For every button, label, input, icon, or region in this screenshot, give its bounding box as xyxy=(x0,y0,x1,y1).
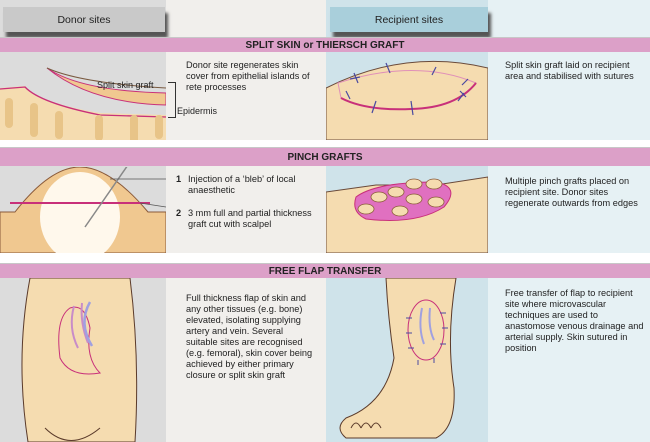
free-flap-recipient-text: Free transfer of flap to recipient site … xyxy=(505,288,644,353)
pinch-donor-illustration xyxy=(0,167,166,253)
divider xyxy=(0,140,650,147)
free-flap-donor-text: Full thickness flap of skin and any othe… xyxy=(186,293,313,380)
donor-text-column xyxy=(166,0,326,442)
split-skin-donor-text: Donor site regenerates skin cover from e… xyxy=(186,60,310,92)
pinch-recipient-illustration xyxy=(326,167,488,253)
split-skin-recipient-illustration xyxy=(326,53,488,140)
donor-sites-header: Donor sites xyxy=(3,7,165,32)
free-flap-recipient-illustration xyxy=(326,278,488,442)
split-skin-recipient-text: Split skin graft laid on recipient area … xyxy=(505,60,634,81)
split-skin-donor-illustration: Split skin graft xyxy=(0,53,166,140)
step-1-number: 1 xyxy=(176,174,182,184)
divider xyxy=(0,253,650,263)
free-flap-donor-illustration xyxy=(0,278,166,442)
section-title-free-flap: FREE FLAP TRANSFER xyxy=(0,263,650,278)
split-skin-graft-label: Split skin graft xyxy=(97,80,154,90)
epidermis-bracket xyxy=(168,82,176,118)
step-2-text: 3 mm full and partial thickness graft cu… xyxy=(188,208,312,229)
step-1-text: Injection of a ‘bleb’ of local anaesthet… xyxy=(188,174,296,195)
section-title-split-skin: SPLIT SKIN or THIERSCH GRAFT xyxy=(0,37,650,52)
step-2-number: 2 xyxy=(176,208,182,218)
pinch-recipient-text: Multiple pinch grafts placed on recipien… xyxy=(505,176,638,208)
section-title-pinch-grafts: PINCH GRAFTS xyxy=(0,147,650,166)
recipient-text-column xyxy=(488,0,650,442)
recipient-sites-header: Recipient sites xyxy=(330,7,488,32)
epidermis-label: Epidermis xyxy=(177,106,218,116)
